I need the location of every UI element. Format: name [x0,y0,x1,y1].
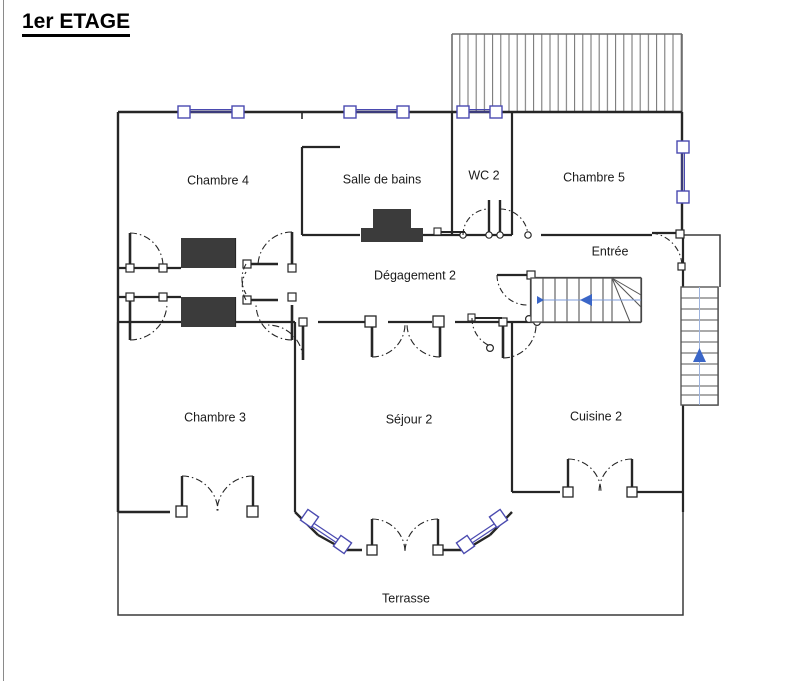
room-label-terrasse: Terrasse [382,591,430,605]
page-left-border [3,0,4,681]
door-cuisine2-top [498,317,541,359]
window-wc2-north [456,105,503,119]
door-closet-lower [241,271,278,305]
door-cuisine2-terrasse-right [598,458,638,498]
window-chambre5-east [676,140,690,204]
page-title: 1er ETAGE [22,10,131,38]
door-sejour2-right [406,315,445,358]
stairs-arrow-up-icon [693,348,706,362]
door-salle-de-bains [433,227,465,236]
stairs-arrow-left-icon [580,294,592,306]
door-wc2-left [459,200,493,239]
room-label-wc2: WC 2 [468,168,499,182]
door-chambre3-terrasse-right [216,475,259,518]
room-label-chambre3: Chambre 3 [184,410,246,424]
room-label-entree: Entrée [592,244,629,258]
window-salle-de-bains-north [343,105,410,119]
door-chambre4-lower-left [125,292,168,341]
room-label-degagement2: Dégagement 2 [374,268,456,282]
door-entree-main [651,229,686,271]
door-chambre4-right-upper [257,231,297,273]
room-labels: Chambre 4 Salle de bains WC 2 Chambre 5 … [184,168,628,605]
vanity-salle-de-bains [361,228,423,242]
bathtub-salle-de-bains [373,209,411,230]
stairs-down-left [530,277,642,323]
closet-lower-chambre4 [181,297,235,327]
door-chambre4-upper-left [125,232,168,273]
room-label-salle-de-bains: Salle de bains [343,172,422,186]
door-chambre3-top [267,317,308,361]
window-sejour-bay-left [299,508,353,555]
door-closet-upper [241,259,278,295]
closet-upper-chambre4 [181,238,235,268]
room-label-cuisine2: Cuisine 2 [570,409,622,423]
door-sejour2-terrasse-left [366,518,406,556]
window-sejour-bay-right [455,508,509,555]
door-sejour2-terrasse-right [404,518,444,556]
door-cuisine2-secondary [467,313,502,353]
stairs-up [680,286,719,406]
door-chambre3-terrasse-left [175,475,219,518]
window-chambre4-north [177,105,245,119]
room-label-chambre5: Chambre 5 [563,170,625,184]
room-label-chambre4: Chambre 4 [187,173,249,187]
terrasse-outline [117,512,684,616]
door-cuisine2-terrasse-left [562,458,602,498]
sejour2-bay-walls [294,511,513,552]
window-group-sejour-bay [299,508,509,555]
window-group-top-wall [177,105,690,204]
fixtures [181,209,423,327]
room-label-sejour2: Séjour 2 [386,412,433,426]
door-sejour2-left [364,315,406,358]
door-chambre4-right-lower [255,292,297,341]
door-degagement-entree [496,270,536,324]
door-chambre5-left [496,200,532,239]
balcony-hatched-area [451,33,683,112]
